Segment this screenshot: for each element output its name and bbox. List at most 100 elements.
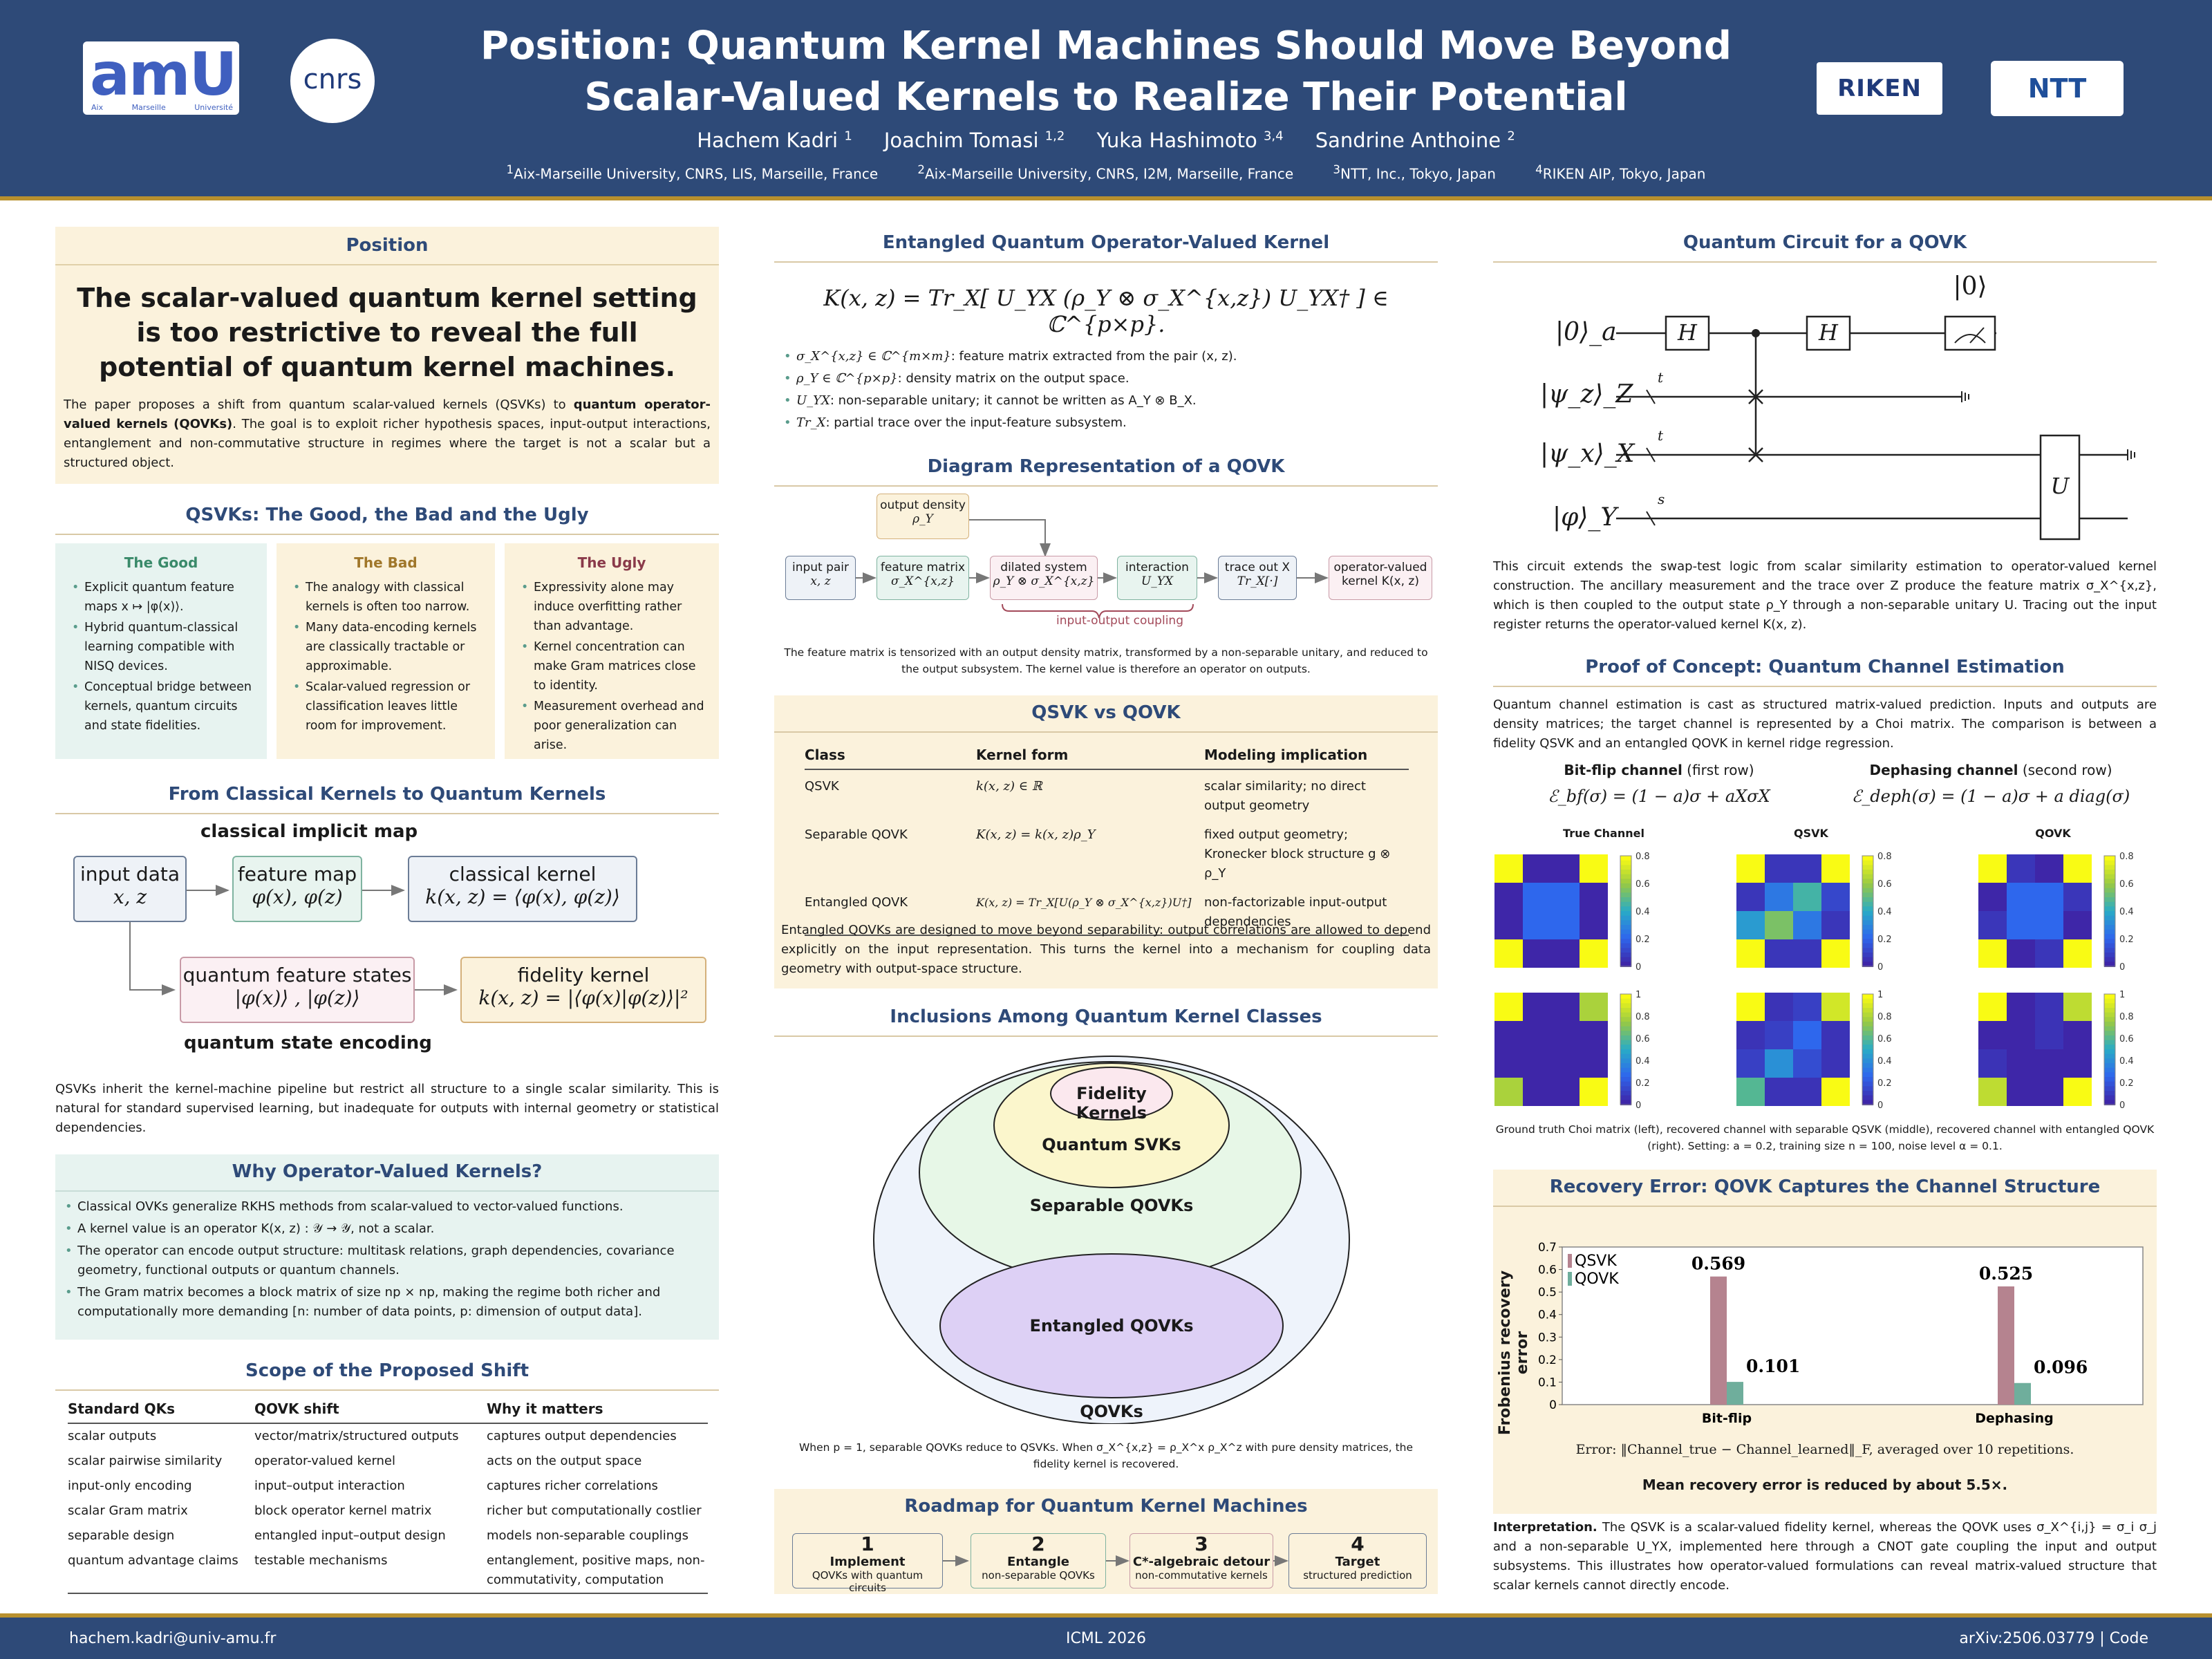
compare-table: Class Kernel form Modeling implication Q… xyxy=(805,741,1409,936)
colorbar-segment xyxy=(1620,892,1631,898)
list-item: Scalar-valued regression or classificati… xyxy=(289,677,482,735)
heatmap-cell xyxy=(1978,854,2007,883)
colorbar-segment xyxy=(2104,879,2115,884)
y-tick-label: 0.7 xyxy=(1538,1241,1557,1255)
inclusions-diagram: Fidelity Kernels Quantum SVKs Separable … xyxy=(774,1051,1438,1424)
colorbar-segment xyxy=(2104,892,2115,898)
colorbar-segment xyxy=(1620,925,1631,930)
colorbar-tick: 0.8 xyxy=(2119,852,2134,862)
quantum-circuit: |0⟩_a |ψ_z⟩_Z |ψ_x⟩_X |φ⟩_Y t t s H H U … xyxy=(1493,265,2157,542)
inclusion-label: Quantum SVKs xyxy=(1042,1135,1181,1154)
heatmap-cell xyxy=(1494,1049,1523,1078)
colorbar-segment xyxy=(1620,1049,1631,1055)
colorbar-segment xyxy=(2104,888,2115,894)
colorbar-segment xyxy=(1862,948,1873,953)
colorbar-segment xyxy=(2104,1008,2115,1013)
author-name: Sandrine Anthoine xyxy=(1315,129,1501,152)
colorbar-tick: 0.8 xyxy=(1635,852,1650,862)
bar-value-label: 0.569 xyxy=(1691,1254,1745,1274)
colorbar-segment xyxy=(1620,897,1631,903)
colorbar-segment xyxy=(2104,962,2115,967)
colorbar-segment xyxy=(1862,1086,1873,1091)
colorbar-segment xyxy=(2104,897,2115,903)
colorbar-segment xyxy=(1862,1091,1873,1096)
register-size-label: t xyxy=(1658,427,1664,444)
ugly-card: The Ugly Expressivity alone may induce o… xyxy=(505,543,719,759)
legend-swatch xyxy=(1568,1254,1572,1268)
colorbar-segment xyxy=(1620,1044,1631,1050)
section-title: From Classical Kernels to Quantum Kernel… xyxy=(55,784,719,814)
author-name: Joachim Tomasi xyxy=(883,129,1039,152)
heatmap-cell xyxy=(2007,854,2035,883)
heatmap-cell xyxy=(2035,1021,2063,1049)
roadmap-step-1: 1 Implement QOVKs with quantum circuits xyxy=(792,1533,943,1594)
colorbar-segment xyxy=(1862,1095,1873,1101)
inclusion-label: Separable QOVKs xyxy=(1029,1196,1194,1215)
heatmap-cell xyxy=(2063,1049,2092,1078)
amu-logo-text: Université xyxy=(194,103,233,112)
inclusion-label: Fidelity Kernels xyxy=(1076,1084,1147,1123)
h-gate-1 xyxy=(1665,315,1710,351)
colorbar-segment xyxy=(1862,879,1873,884)
colorbar-segment xyxy=(2104,1012,2115,1018)
arxiv-code-link[interactable]: arXiv:2506.03779 | Code xyxy=(1959,1630,2148,1647)
colorbar-tick: 0.8 xyxy=(1877,1012,1892,1022)
y-tick-label: 0.5 xyxy=(1538,1286,1557,1300)
wire-label: |ψ_z⟩_Z xyxy=(1540,380,1633,409)
colorbar-segment xyxy=(1862,1008,1873,1013)
heatmap-cell xyxy=(1765,854,1793,883)
colorbar-tick: 0 xyxy=(2119,962,2125,973)
wire-label: |0⟩_a xyxy=(1555,318,1617,346)
contact-email[interactable]: hachem.kadri@univ-amu.fr xyxy=(69,1630,276,1647)
heatmap-cell xyxy=(1494,1021,1523,1049)
venue-label: ICML 2026 xyxy=(1065,1630,1147,1647)
heatmap-cell xyxy=(2063,854,2092,883)
colorbar-tick: 0.4 xyxy=(2119,907,2134,917)
heatmap-cell xyxy=(2035,1049,2063,1078)
heatmap-cell xyxy=(2007,883,2035,911)
colorbar-segment xyxy=(1862,915,1873,921)
colorbar-segment xyxy=(1620,915,1631,921)
colorbar-tick: 0.8 xyxy=(1877,852,1892,862)
colorbar-segment xyxy=(1862,934,1873,939)
colorbar-segment xyxy=(1862,1063,1873,1069)
roadmap-step-3: 3 C*-algebraic detour non-commutative ke… xyxy=(1130,1533,1273,1588)
colorbar-segment xyxy=(2104,1091,2115,1096)
section-title: Why Operator-Valued Kernels? xyxy=(55,1154,719,1192)
heatmap-cell xyxy=(1978,883,2007,911)
heatmap-cell xyxy=(1494,939,1523,968)
colorbar-segment xyxy=(1862,906,1873,912)
colorbar-segment xyxy=(1620,1053,1631,1060)
heatmap-cell xyxy=(1765,1021,1793,1049)
colorbar-segment xyxy=(1862,1081,1873,1087)
section-title: Proof of Concept: Quantum Channel Estima… xyxy=(1493,657,2157,687)
colorbar-segment xyxy=(1620,962,1631,967)
heatmap-grid: 0.80.60.40.200.80.60.40.200.80.60.40.201… xyxy=(1494,852,2134,1111)
poster-footer: hachem.kadri@univ-amu.fr ICML 2026 arXiv… xyxy=(0,1613,2212,1659)
section-title: Diagram Representation of a QOVK xyxy=(774,456,1438,487)
list-item: Measurement overhead and poor generaliza… xyxy=(517,697,706,755)
colorbar-frame xyxy=(1862,855,1874,967)
colorbar-segment xyxy=(2104,925,2115,930)
affiliation: NTT, Inc., Tokyo, Japan xyxy=(1340,165,1496,182)
colorbar-segment xyxy=(1620,929,1631,935)
error-label: Error: ‖Channel_true − Channel_learned‖_… xyxy=(1575,1442,2074,1457)
roadmap-step-2: 2 Entangle non-separable QOVKs xyxy=(971,1533,1106,1588)
heatmap-cell xyxy=(1793,1049,1821,1078)
colorbar-segment xyxy=(1862,1072,1873,1078)
heatmap-cell xyxy=(2035,1078,2063,1106)
colorbar-segment xyxy=(1620,1058,1631,1064)
heatmap-cell xyxy=(1736,854,1765,883)
y-tick-label: 0.4 xyxy=(1538,1309,1557,1322)
colorbar-segment xyxy=(1620,1063,1631,1069)
colorbar-segment xyxy=(2104,883,2115,889)
colorbar-frame xyxy=(2103,855,2116,967)
classical-kernel-node: classical kernel k(x, z) = ⟨φ(x), φ(z)⟩ xyxy=(408,856,637,922)
colorbar-segment xyxy=(2104,1003,2115,1009)
colorbar-tick: 0.2 xyxy=(1635,935,1650,945)
colorbar-segment xyxy=(2104,860,2115,866)
colorbar-tick: 0 xyxy=(1635,962,1641,973)
